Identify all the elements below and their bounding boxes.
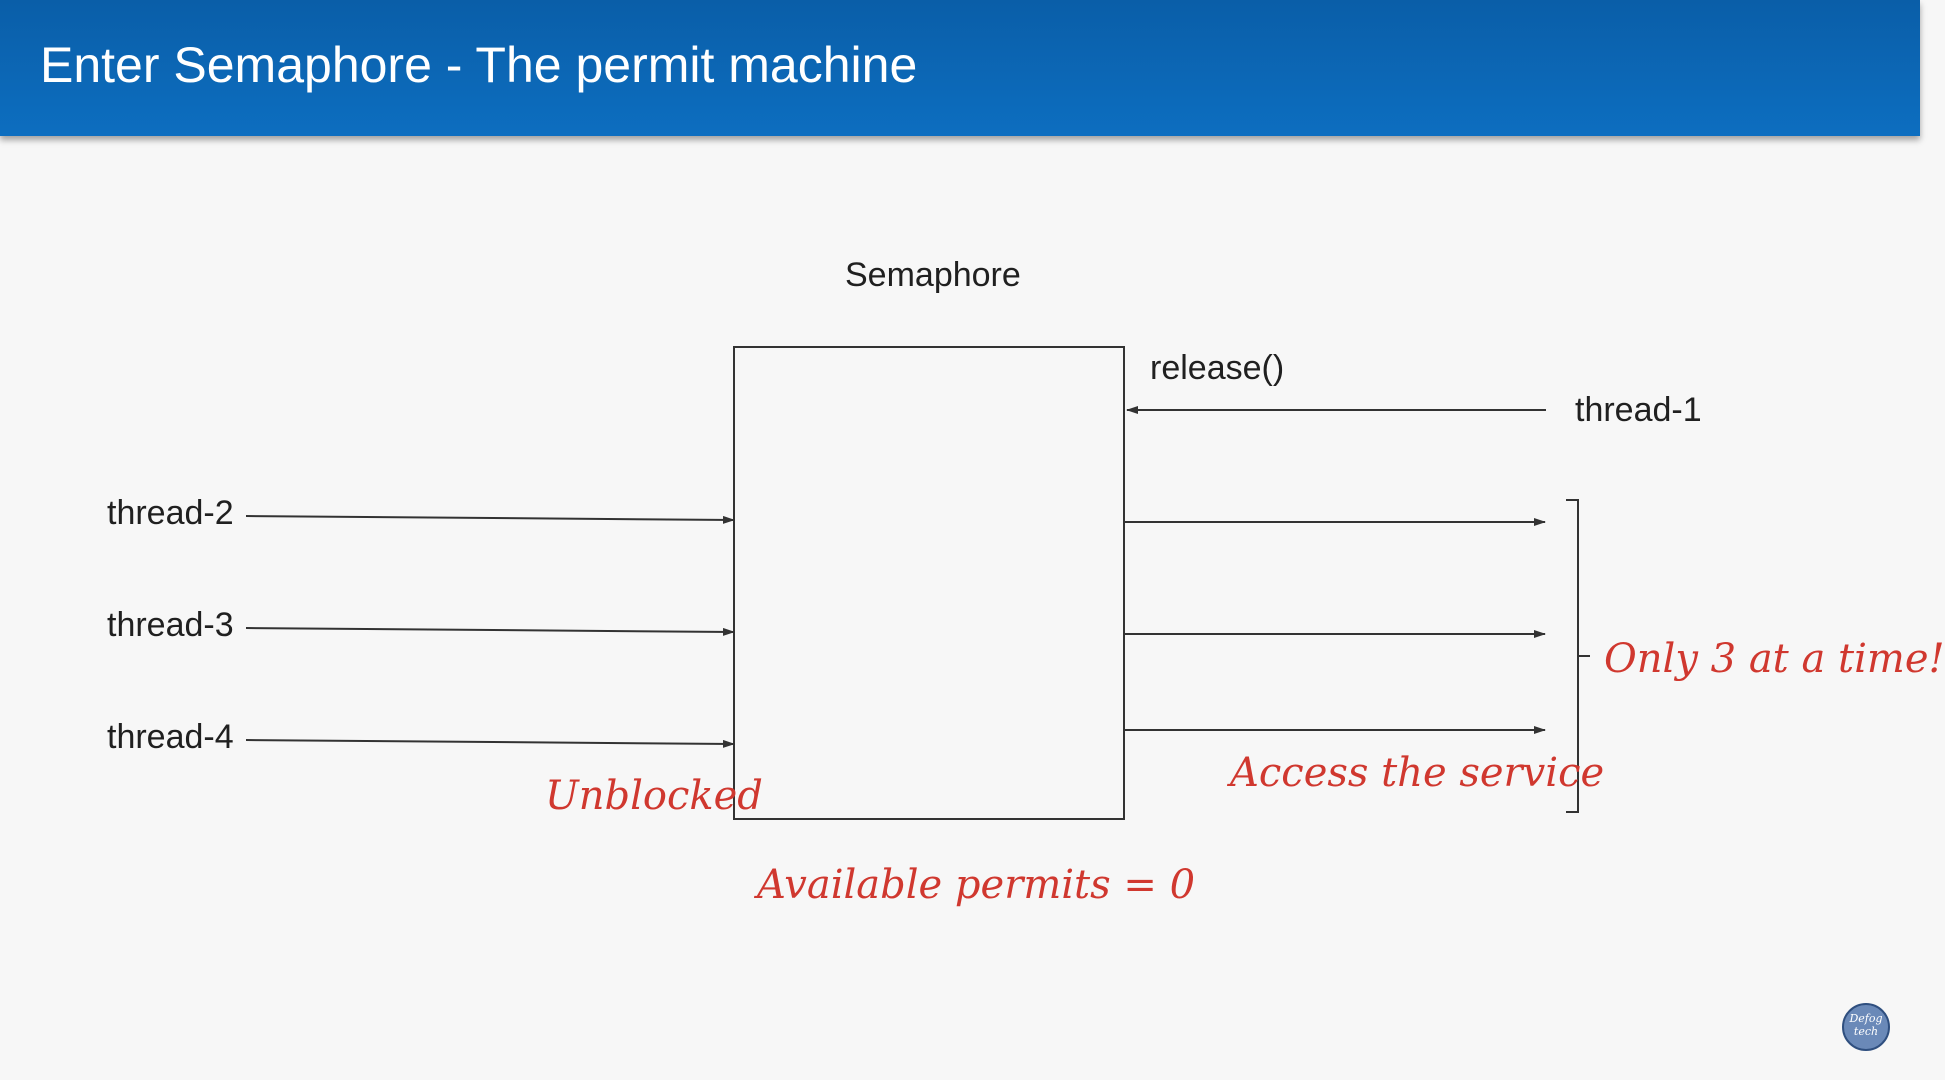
- arrow-thread-4-in: [245, 739, 735, 748]
- available-permits-note: Available permits = 0: [757, 862, 1196, 908]
- slide-header: Enter Semaphore - The permit machine: [0, 0, 1920, 136]
- defog-tech-logo-icon: Defog tech: [1842, 1003, 1890, 1051]
- semaphore-label: Semaphore: [845, 256, 1021, 294]
- logo-line-2: tech: [1853, 1025, 1879, 1038]
- arrow-thread-2-in: [245, 515, 735, 524]
- unblocked-note: Unblocked: [545, 773, 763, 819]
- thread-2-label: thread-2: [107, 494, 234, 532]
- thread-4-label: thread-4: [107, 718, 234, 756]
- grouping-bracket: [1566, 499, 1590, 813]
- thread-1-label: thread-1: [1575, 391, 1702, 429]
- release-label: release(): [1150, 349, 1285, 387]
- logo-line-1: Defog: [1849, 1012, 1883, 1025]
- thread-3-label: thread-3: [107, 606, 234, 644]
- access-service-note: Access the service: [1230, 750, 1605, 796]
- semaphore-box: [733, 346, 1125, 820]
- slide-title: Enter Semaphore - The permit machine: [40, 37, 918, 93]
- arrow-thread-3-in: [245, 627, 735, 636]
- only-three-note: Only 3 at a time!: [1604, 636, 1945, 682]
